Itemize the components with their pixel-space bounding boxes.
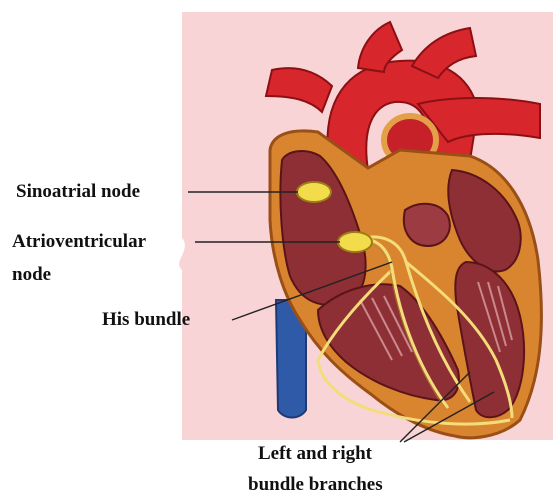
label-atrioventricular-line2: node bbox=[12, 263, 51, 287]
label-bundle-branches-line1: Left and right bbox=[258, 442, 372, 466]
sinoatrial-node-shape bbox=[297, 182, 331, 202]
label-bundle-branches-line2: bundle branches bbox=[248, 473, 383, 497]
aortic-valve bbox=[404, 204, 450, 246]
label-atrioventricular-line1: Atrioventricular bbox=[12, 230, 146, 254]
label-his-bundle: His bundle bbox=[102, 308, 190, 332]
atrioventricular-node-shape bbox=[338, 232, 372, 252]
label-sinoatrial-node: Sinoatrial node bbox=[16, 180, 140, 204]
